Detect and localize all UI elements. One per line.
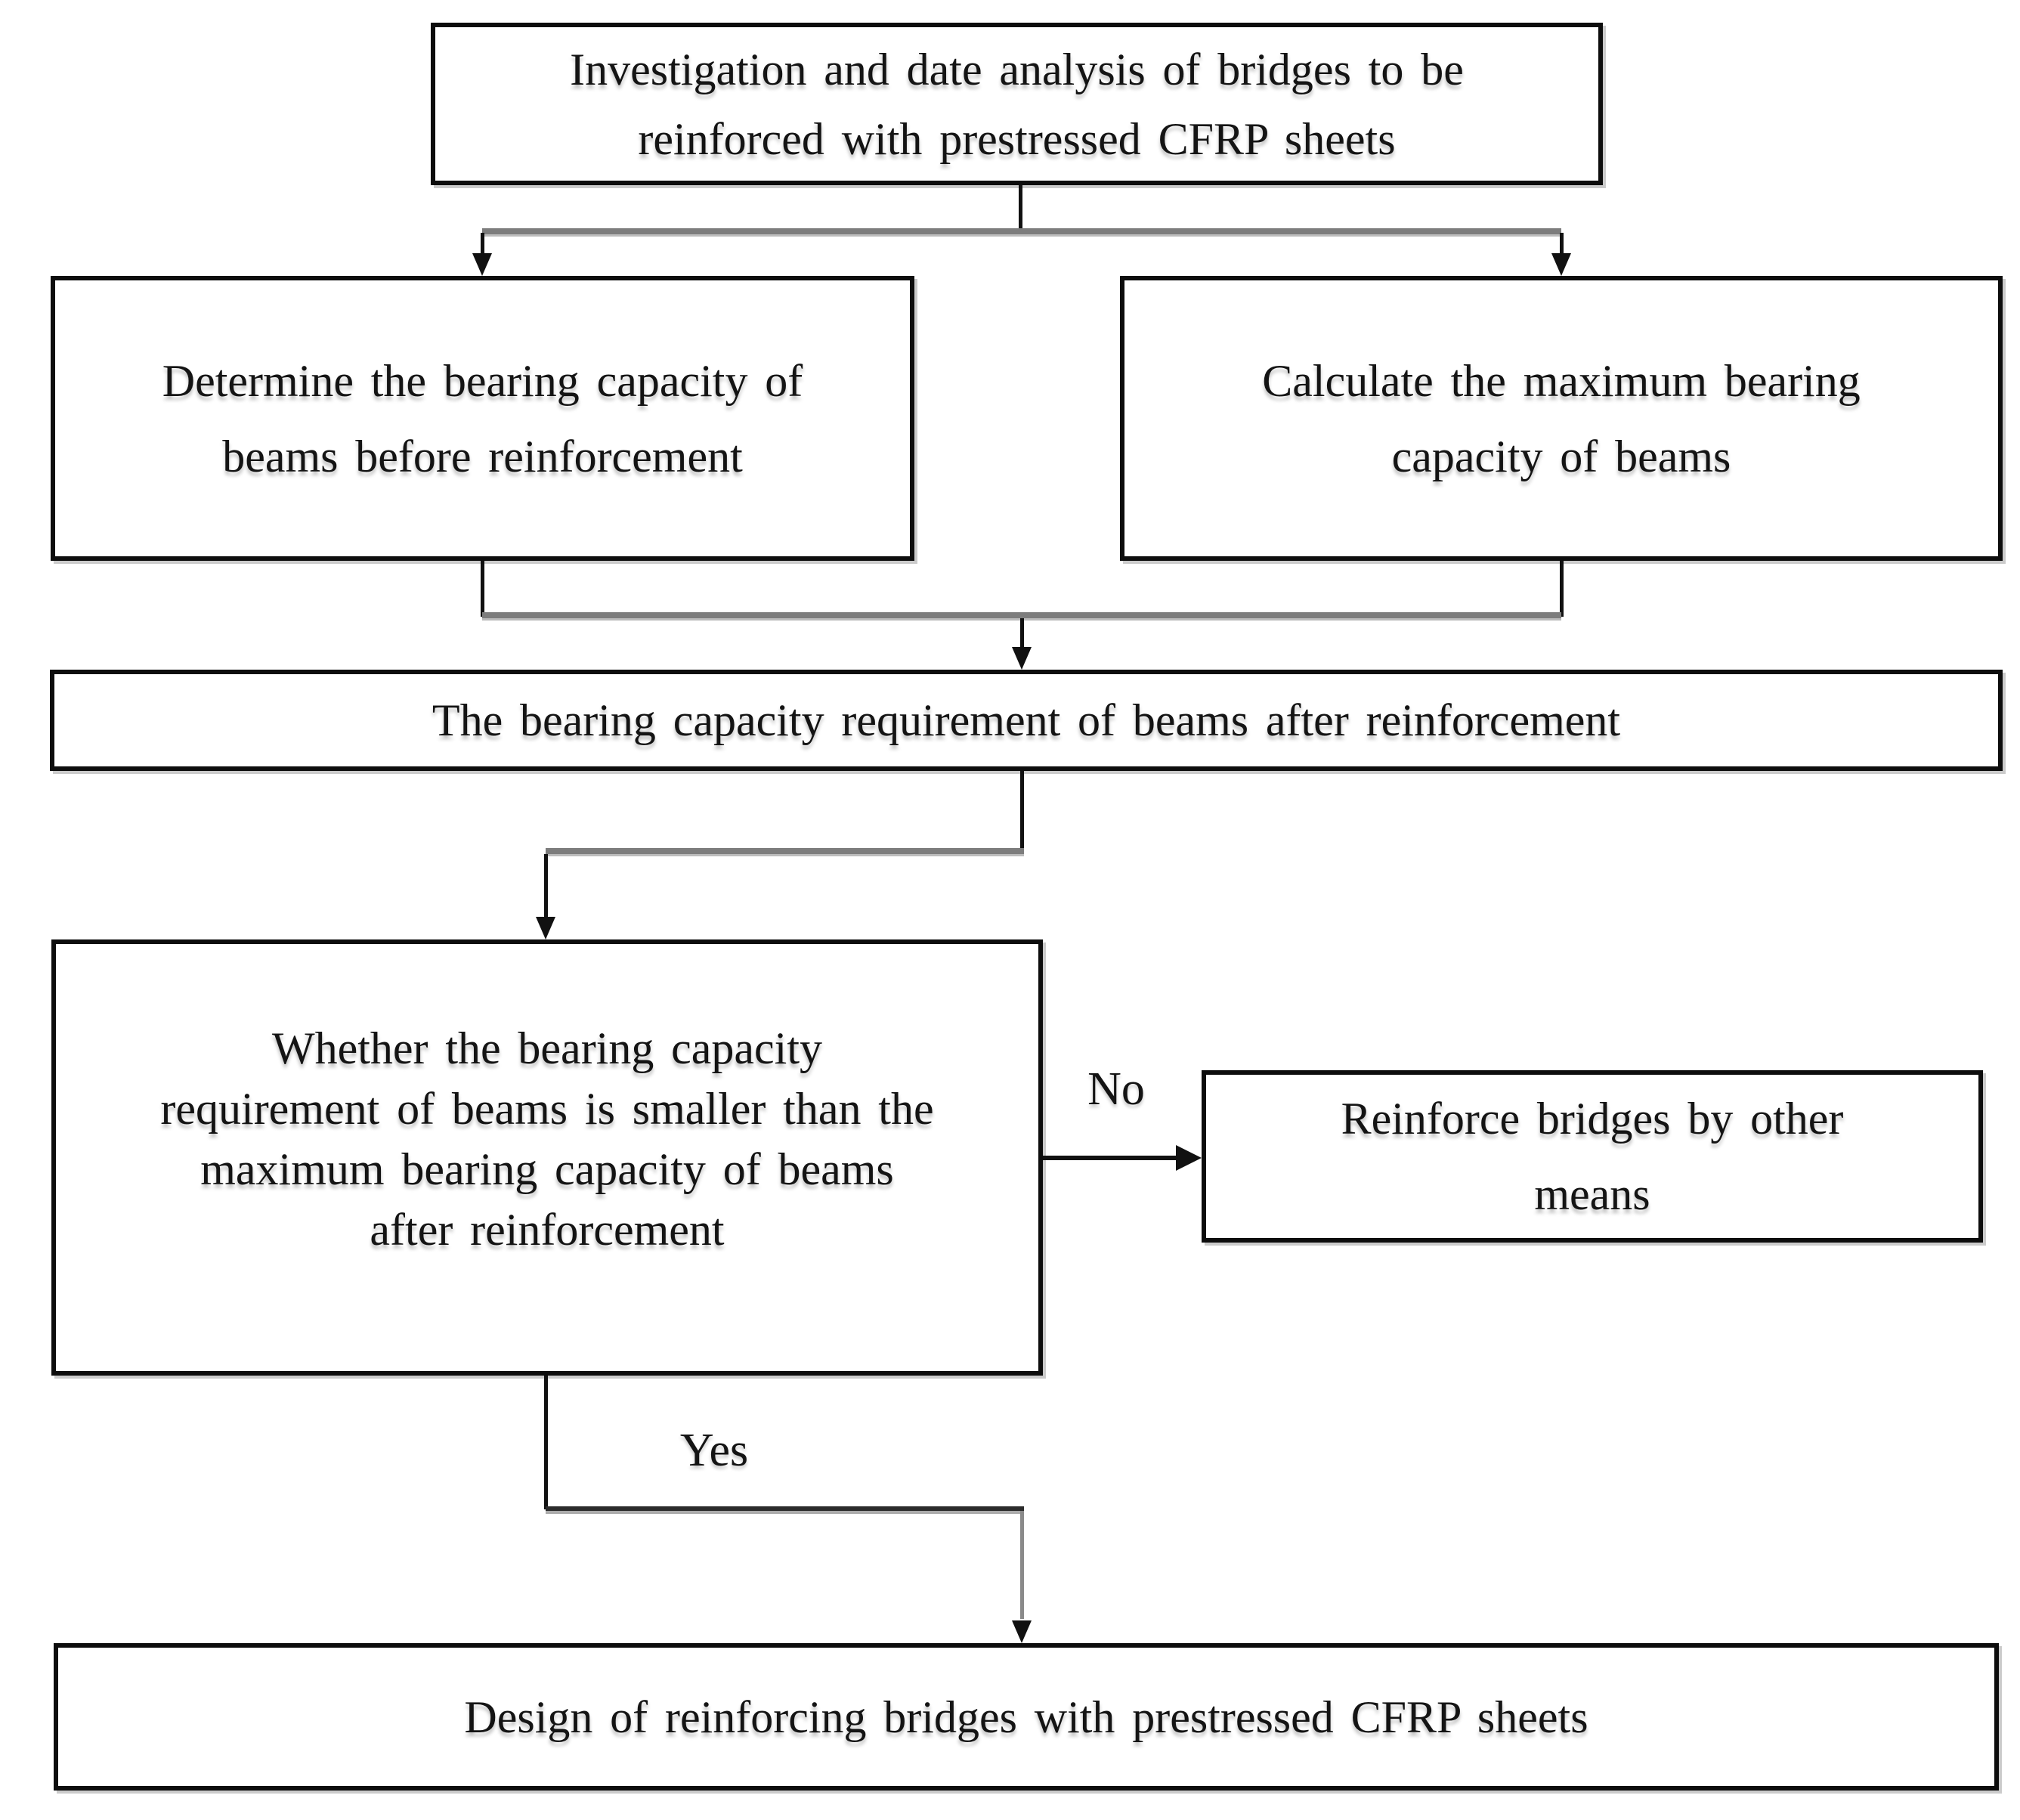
- node-decision-capacity-check: Whether the bearing capacity requirement…: [51, 939, 1043, 1376]
- node-text-line: means: [1534, 1169, 1650, 1219]
- connector-split-bar: [482, 228, 1561, 234]
- node-calculate-maximum-capacity: Calculate the maximum bearing capacity o…: [1120, 276, 2003, 561]
- node-text-line: requirement of beams is smaller than the: [160, 1083, 934, 1134]
- connector-merge-bar: [482, 612, 1561, 618]
- node-bearing-capacity-requirement: The bearing capacity requirement of beam…: [50, 670, 2003, 771]
- node-text-line: reinforced with prestressed CFRP sheets: [638, 113, 1396, 164]
- arrow-down-icon: [1551, 253, 1571, 276]
- node-text-line: after reinforcement: [370, 1204, 725, 1255]
- connector-yes-bar: [546, 1506, 1024, 1511]
- connector-split-right-drop: [1560, 233, 1564, 254]
- connector-merge-right: [1560, 561, 1564, 617]
- node-text-line: The bearing capacity requirement of beam…: [432, 695, 1621, 745]
- branch-label-yes: Yes: [646, 1422, 782, 1478]
- branch-label-no: No: [1052, 1063, 1180, 1115]
- connector-no-line: [1043, 1156, 1177, 1160]
- connector-yes-final-drop: [1020, 1511, 1024, 1619]
- connector-z-bar: [546, 848, 1024, 854]
- connector-top-drop: [1019, 185, 1022, 233]
- no-label-text: No: [1087, 1063, 1145, 1115]
- node-text-line: capacity of beams: [1391, 431, 1731, 481]
- node-text-line: Reinforce bridges by other: [1341, 1094, 1844, 1144]
- arrow-right-icon: [1176, 1145, 1202, 1171]
- node-text-line: Investigation and date analysis of bridg…: [570, 44, 1464, 94]
- node-text-line: Whether the bearing capacity: [271, 1023, 823, 1073]
- node-text-line: beams before reinforcement: [222, 431, 743, 481]
- node-text-line: Design of reinforcing bridges with prest…: [464, 1692, 1588, 1742]
- node-determine-bearing-capacity: Determine the bearing capacity of beams …: [51, 276, 914, 561]
- arrow-down-icon: [1012, 1620, 1032, 1643]
- arrow-down-icon: [1012, 647, 1032, 670]
- node-text-line: maximum bearing capacity of beams: [200, 1144, 894, 1194]
- node-text-line: Determine the bearing capacity of: [162, 355, 803, 406]
- node-investigation: Investigation and date analysis of bridg…: [431, 23, 1603, 185]
- connector-split-left-drop: [481, 233, 484, 254]
- connector-merge-center-drop: [1020, 618, 1024, 648]
- node-design-reinforcing: Design of reinforcing bridges with prest…: [54, 1643, 1999, 1791]
- arrow-down-icon: [472, 253, 492, 276]
- node-text-line: Calculate the maximum bearing: [1262, 355, 1861, 406]
- connector-yes-drop: [544, 1376, 548, 1509]
- connector-requirement-drop: [1020, 771, 1024, 853]
- connector-z-drop: [544, 854, 548, 918]
- arrow-down-icon: [536, 917, 555, 939]
- yes-label-text: Yes: [679, 1424, 749, 1476]
- node-reinforce-other-means: Reinforce bridges by other means: [1202, 1070, 1983, 1243]
- connector-merge-left: [481, 561, 484, 617]
